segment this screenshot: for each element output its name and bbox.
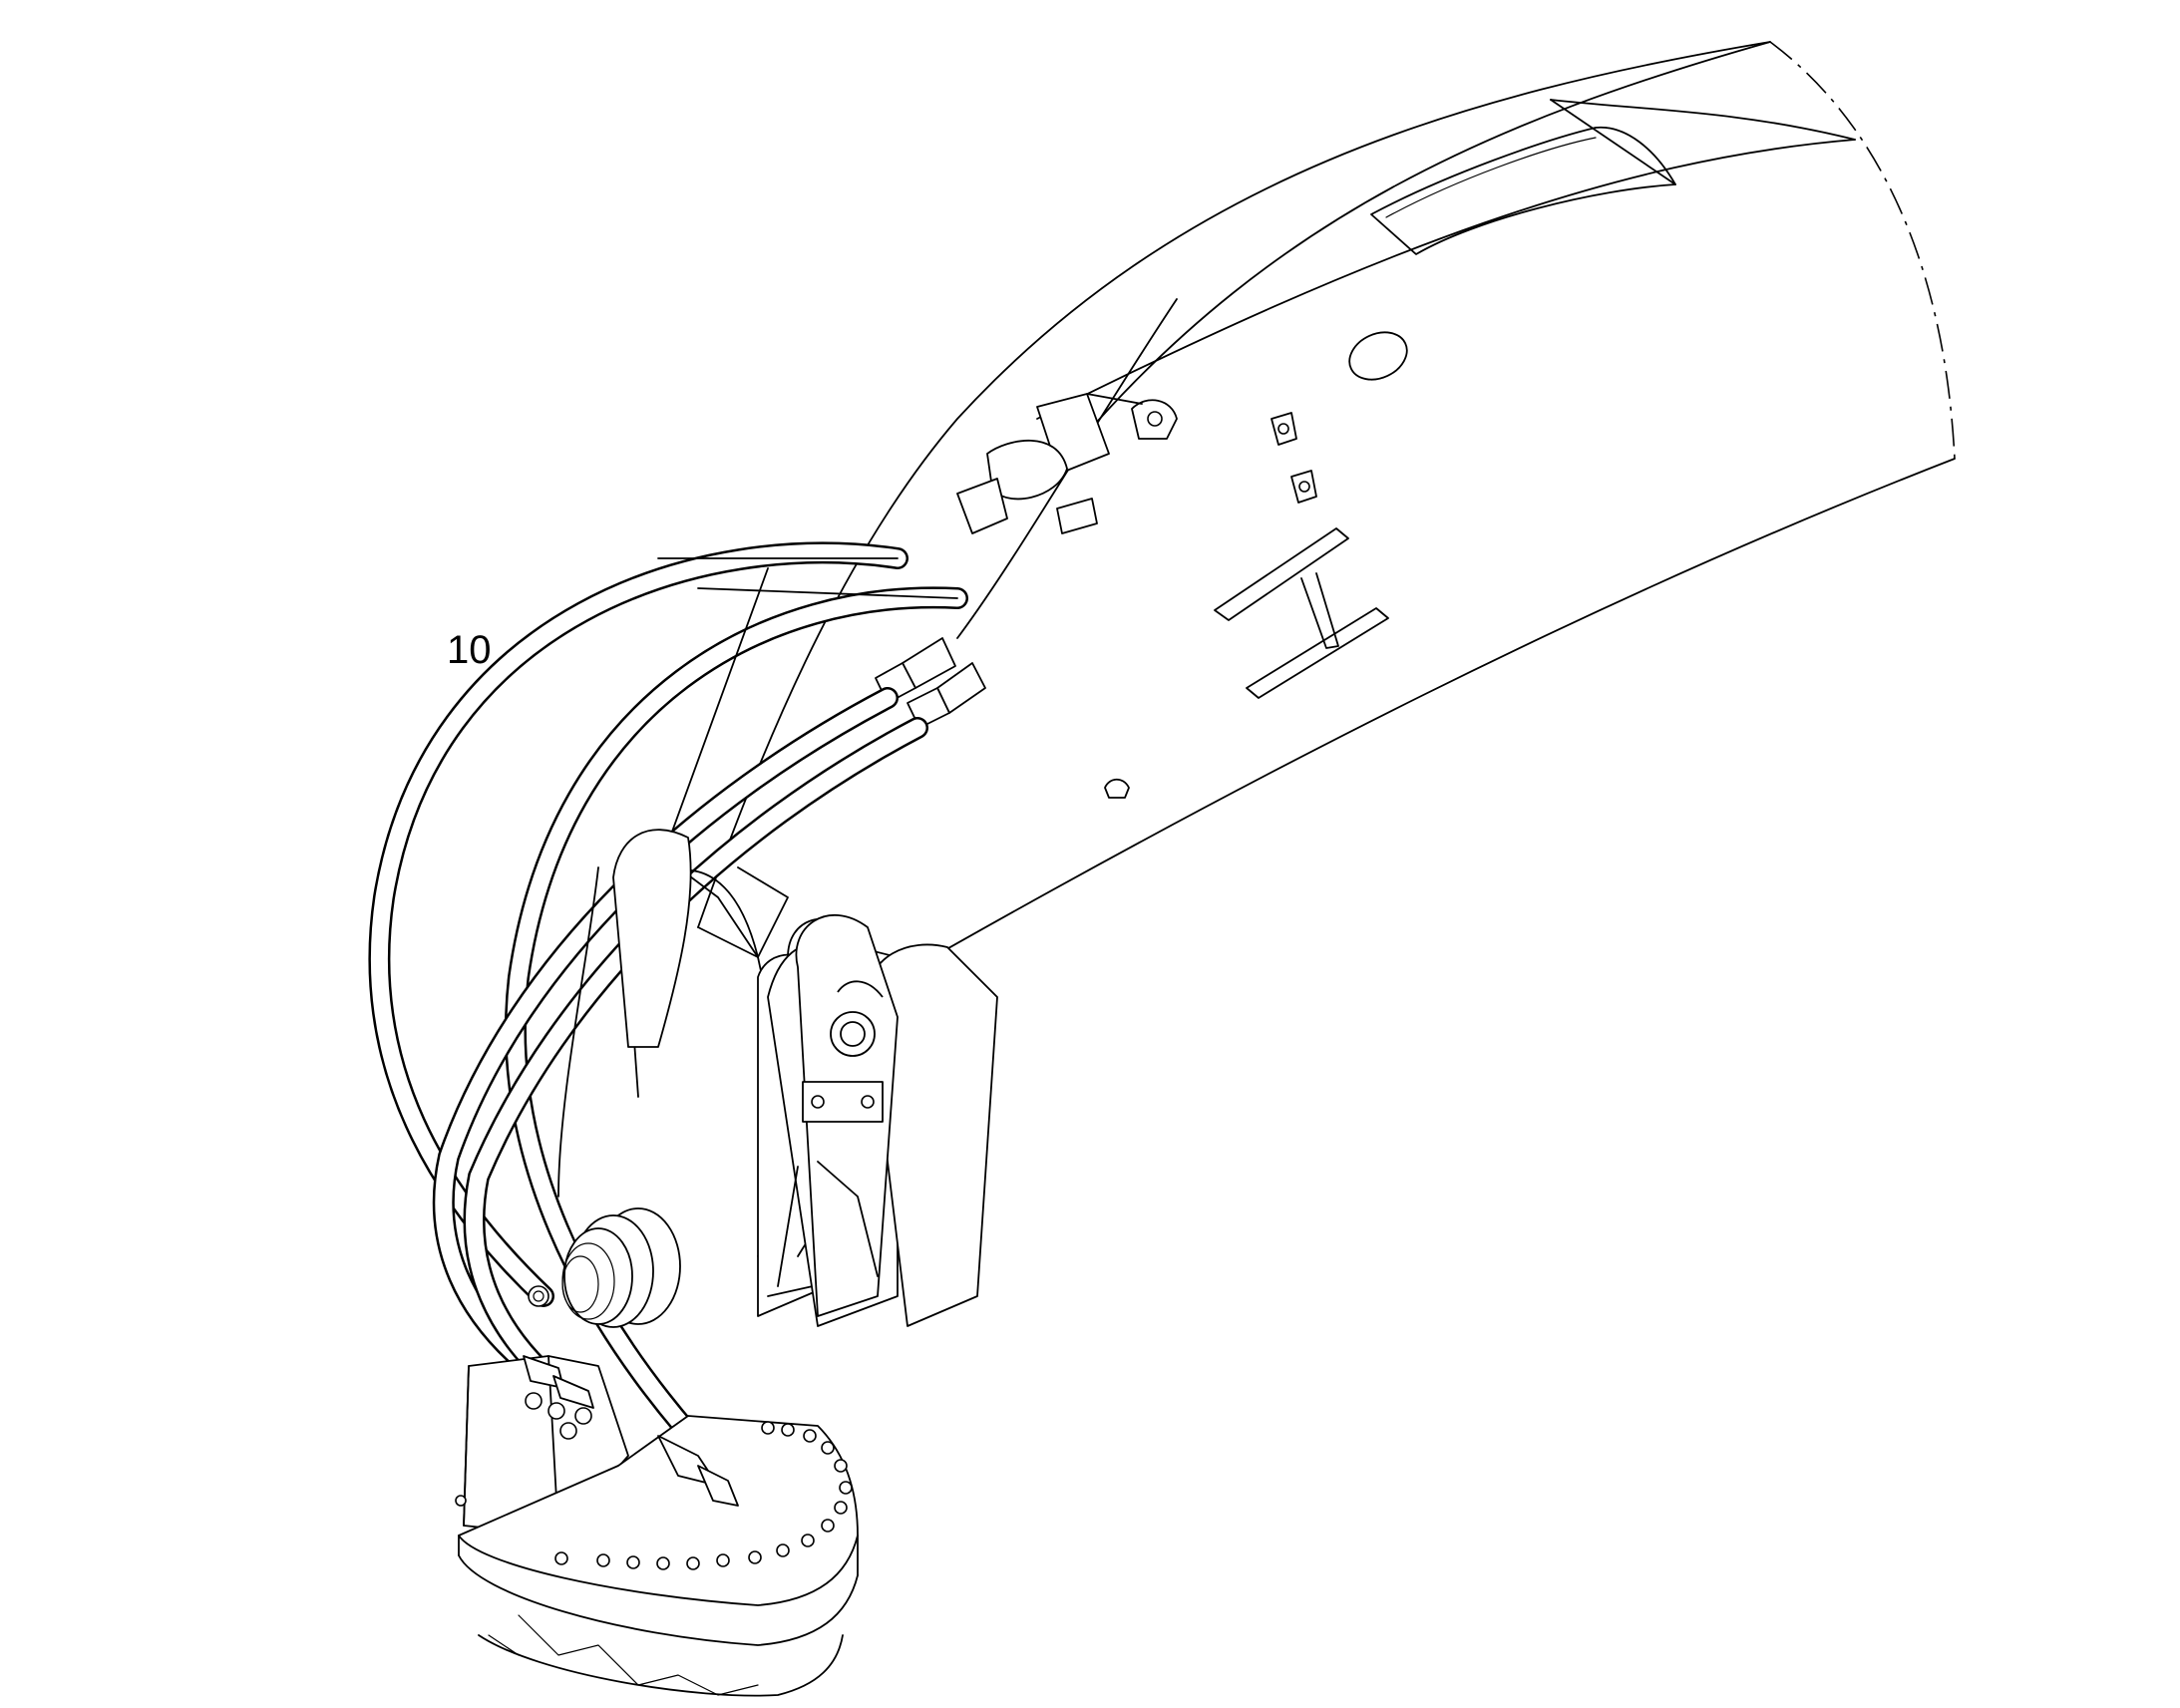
mounting-bracket bbox=[1104, 412, 1389, 799]
oval-port bbox=[1348, 331, 1408, 381]
hose-end-fittings bbox=[523, 1355, 739, 1507]
boom-housing bbox=[697, 41, 1956, 978]
flange-bolt-ring bbox=[554, 1421, 853, 1570]
lower-hose-fittings bbox=[867, 637, 986, 737]
clevis-arm bbox=[767, 914, 998, 1327]
callout-10: 10 bbox=[447, 628, 492, 672]
hose-bundle bbox=[368, 541, 968, 1477]
upper-hose-coupling bbox=[956, 393, 1178, 534]
rotary-coupling bbox=[528, 1207, 681, 1328]
access-slot bbox=[1370, 126, 1676, 255]
